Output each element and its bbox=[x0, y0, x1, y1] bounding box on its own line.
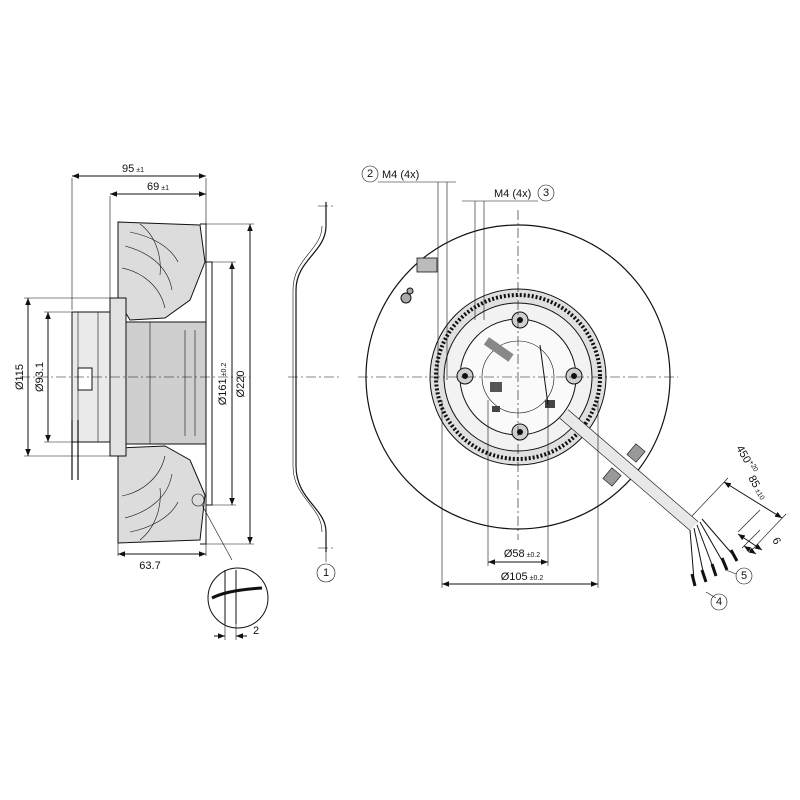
dim-wire-strip: 6 bbox=[769, 536, 782, 547]
marker-thread-a: 2 bbox=[367, 168, 373, 180]
svg-text:95±1: 95±1 bbox=[122, 163, 144, 175]
impeller-blade-lower bbox=[117, 445, 206, 544]
marker-circle-3 bbox=[537, 184, 555, 202]
thread-a-label: M4 (4x) bbox=[382, 169, 419, 181]
svg-text:Ø58±0.2: Ø58±0.2 bbox=[504, 548, 540, 560]
svg-text:Ø105±0.2: Ø105±0.2 bbox=[501, 571, 544, 583]
label-plate bbox=[416, 257, 438, 273]
detail-marker-circle bbox=[191, 493, 205, 507]
front-view: 2 M4 (4x) 3 M4 (4x) Ø58±0.2 Ø105±0.2 450… bbox=[358, 165, 787, 611]
marker-circle-5 bbox=[735, 567, 753, 585]
dim-dia-bolt: Ø105 bbox=[501, 571, 528, 583]
dim-strip-length-tol: ±10 bbox=[753, 488, 765, 502]
marker-ends: 5 bbox=[741, 570, 747, 582]
dim-dia-hub: Ø115 bbox=[14, 364, 26, 390]
svg-text:Ø161±0.2: Ø161±0.2 bbox=[217, 363, 229, 406]
dim-dia-impeller: Ø220 bbox=[235, 371, 247, 398]
dim-width-rotor: 69 bbox=[147, 181, 159, 193]
svg-text:450+20: 450+20 bbox=[733, 444, 759, 476]
thread-b-label: M4 (4x) bbox=[494, 188, 531, 200]
dim-width-overall: 95 bbox=[122, 163, 134, 175]
marker-circle-2 bbox=[361, 165, 379, 183]
inlet-ring-view: 1 bbox=[288, 202, 340, 583]
dim-cable-length-tol: +20 bbox=[747, 459, 759, 473]
impeller-blade-upper bbox=[117, 221, 206, 321]
dim-dia-inlet: Ø161 bbox=[217, 378, 229, 405]
dim-strip-length: 85 bbox=[745, 474, 762, 491]
dim-dia-flange: Ø93.1 bbox=[34, 362, 46, 392]
wire-ends bbox=[689, 518, 739, 587]
motor-body bbox=[125, 321, 207, 445]
side-cable bbox=[71, 420, 79, 480]
marker-circle-4 bbox=[710, 593, 728, 611]
dim-width-rotor-tol: ±1 bbox=[161, 185, 169, 192]
svg-text:85±10: 85±10 bbox=[745, 474, 768, 503]
marker-thread-b: 3 bbox=[543, 187, 549, 199]
dim-dia-inner: Ø58 bbox=[504, 548, 525, 560]
dim-detail-gap: 2 bbox=[253, 625, 259, 637]
side-view: 95±1 69±1 63.7 Ø115 Ø93.1 Ø161±0.2 Ø220 bbox=[14, 163, 269, 640]
dim-dia-inner-tol: ±0.2 bbox=[527, 552, 541, 559]
dim-depth-motor: 63.7 bbox=[139, 560, 160, 572]
dim-width-overall-tol: ±1 bbox=[136, 167, 144, 174]
svg-text:69±1: 69±1 bbox=[147, 181, 169, 193]
dim-dia-inlet-tol: ±0.2 bbox=[221, 363, 228, 377]
balance-weight bbox=[400, 292, 412, 304]
marker-wires: 4 bbox=[716, 596, 722, 608]
marker-inlet-ring: 1 bbox=[323, 567, 329, 579]
marker-circle-1 bbox=[316, 563, 336, 583]
dim-dia-bolt-tol: ±0.2 bbox=[530, 575, 544, 582]
inlet-ring-profile bbox=[295, 202, 327, 552]
detail-view-circle bbox=[207, 567, 269, 629]
